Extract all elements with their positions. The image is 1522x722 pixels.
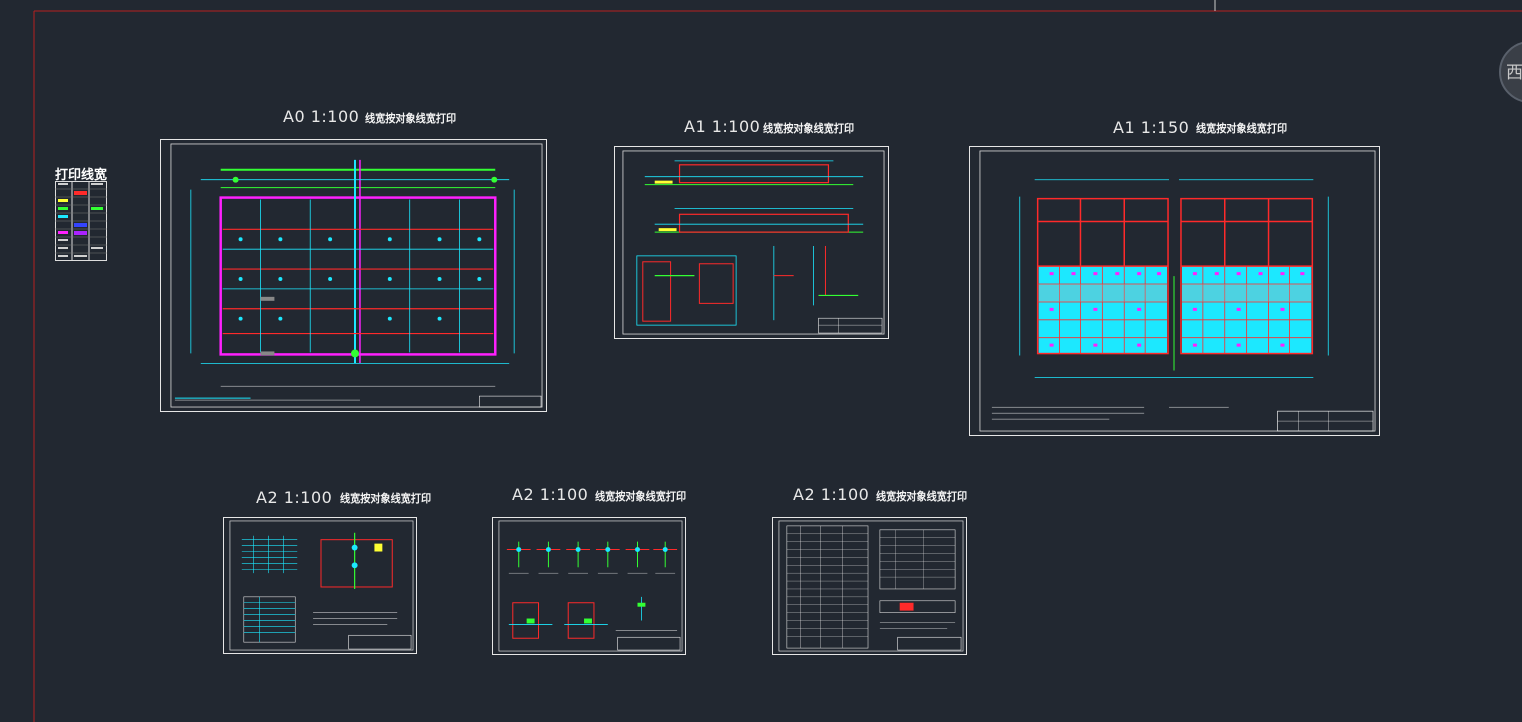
sheet-5-print-note: 线宽按对象线宽打印	[595, 490, 687, 503]
sheet-1-a0-site-plan[interactable]	[160, 139, 547, 412]
sheet-1-scale-label: A0 1:100	[283, 107, 360, 126]
sheet-3-scale-label: A1 1:150	[1113, 118, 1190, 137]
sheet-5-a2-node-details[interactable]	[492, 517, 686, 655]
sheet-4-a2-detail[interactable]	[223, 517, 417, 654]
lineweight-legend-table	[55, 181, 107, 261]
sheet-3-a1-layout-plan[interactable]	[969, 146, 1380, 436]
sheet-2-a1-sections[interactable]	[614, 146, 889, 339]
sheet-6-a2-tables[interactable]	[772, 517, 967, 655]
sheet-6-print-note: 线宽按对象线宽打印	[876, 490, 968, 503]
sheet-4-scale-label: A2 1:100	[256, 488, 333, 507]
sheet-2-scale-label: A1 1:100	[684, 117, 761, 136]
sheet-2-print-note: 线宽按对象线宽打印	[763, 122, 855, 135]
sheet-6-scale-label: A2 1:100	[793, 485, 870, 504]
sheet-1-print-note: 线宽按对象线宽打印	[365, 112, 457, 125]
viewcube-compass-icon[interactable]	[1490, 28, 1522, 118]
sheet-4-print-note: 线宽按对象线宽打印	[340, 492, 432, 505]
sheet-5-scale-label: A2 1:100	[512, 485, 589, 504]
legend-title: 打印线宽	[55, 168, 108, 183]
compass-west-label: 西	[1506, 63, 1522, 83]
sheet-3-print-note: 线宽按对象线宽打印	[1196, 122, 1288, 135]
